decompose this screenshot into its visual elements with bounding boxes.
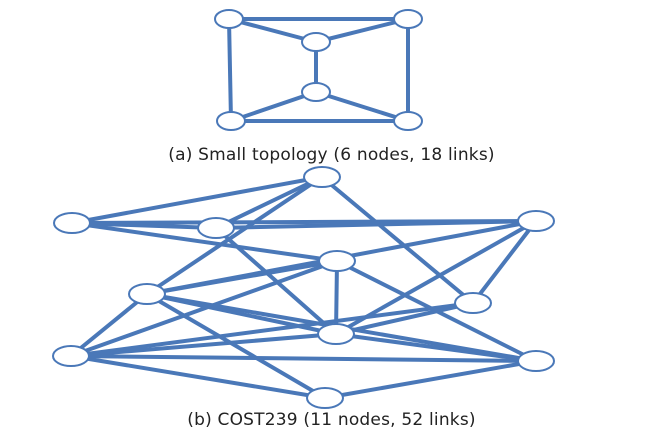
node-c11 bbox=[306, 387, 344, 409]
link-n1-n3 bbox=[227, 17, 318, 44]
link-c1-c3 bbox=[214, 175, 324, 230]
link-n4-n5 bbox=[229, 90, 318, 123]
link-c7-c9 bbox=[69, 301, 475, 358]
node-n3 bbox=[301, 32, 331, 52]
node-n2 bbox=[393, 9, 423, 29]
link-c7-c8 bbox=[334, 301, 475, 336]
link-c1-c7 bbox=[320, 175, 475, 305]
node-c3 bbox=[197, 217, 235, 239]
node-c5 bbox=[318, 250, 356, 272]
nodes-small-topology bbox=[214, 9, 423, 131]
link-c6-c11 bbox=[145, 292, 327, 400]
node-n5 bbox=[216, 111, 246, 131]
node-c4 bbox=[517, 210, 555, 232]
node-c7 bbox=[454, 292, 492, 314]
node-c2 bbox=[53, 212, 91, 234]
links-cost239 bbox=[69, 175, 538, 400]
node-c8 bbox=[317, 323, 355, 345]
node-n6 bbox=[393, 111, 423, 131]
link-c8-c9 bbox=[69, 332, 338, 358]
link-n2-n3 bbox=[314, 17, 410, 44]
node-c1 bbox=[303, 166, 341, 188]
link-c5-c9 bbox=[69, 259, 339, 358]
node-c9 bbox=[52, 345, 90, 367]
node-c10 bbox=[517, 350, 555, 372]
caption-cost239: (b) COST239 (11 nodes, 52 links) bbox=[187, 410, 476, 430]
link-c10-c11 bbox=[323, 359, 538, 400]
link-c9-c10 bbox=[69, 354, 538, 363]
link-c6-c9 bbox=[69, 292, 149, 358]
node-c6 bbox=[128, 283, 166, 305]
link-c1-c6 bbox=[145, 175, 324, 296]
link-c1-c2 bbox=[70, 175, 324, 225]
links-small-topology bbox=[227, 17, 410, 123]
node-n1 bbox=[214, 9, 244, 29]
link-c9-c11 bbox=[69, 354, 327, 400]
link-c5-c6 bbox=[145, 259, 339, 296]
link-n1-n5 bbox=[227, 17, 233, 123]
link-c3-c4 bbox=[214, 219, 538, 230]
link-c7-c4 bbox=[471, 219, 538, 305]
link-c8-c10 bbox=[334, 332, 538, 363]
node-n4 bbox=[301, 82, 331, 102]
nodes-cost239 bbox=[52, 166, 555, 409]
caption-small-topology: (a) Small topology (6 nodes, 18 links) bbox=[168, 145, 495, 165]
link-c2-c5 bbox=[70, 221, 339, 263]
link-n4-n6 bbox=[314, 90, 410, 123]
